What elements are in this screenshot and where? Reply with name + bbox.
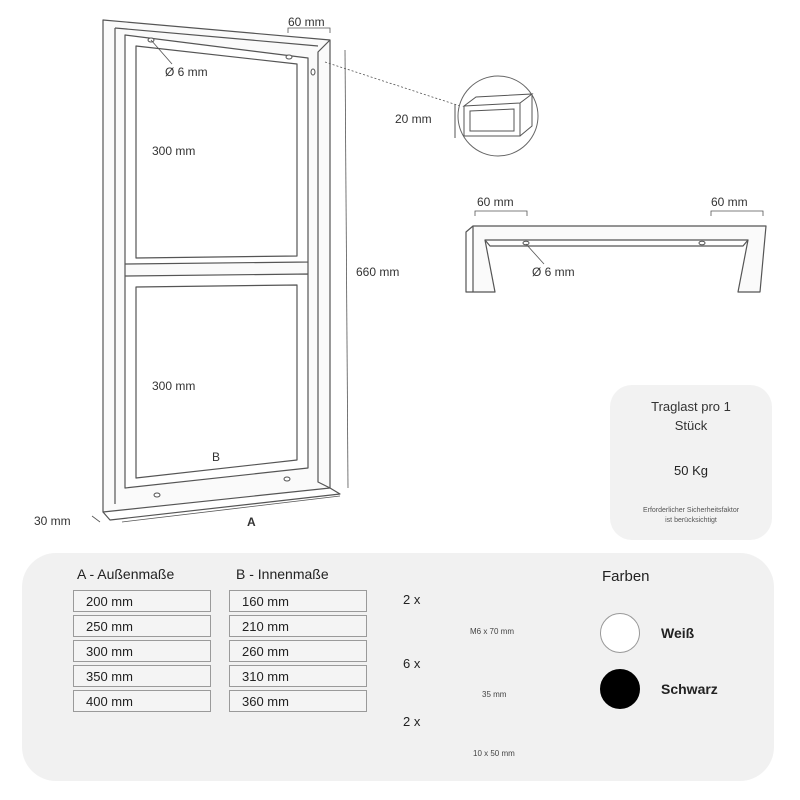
inner-dimensions-title: B - Innenmaße [236,566,329,582]
load-weight: 50 Kg [674,463,708,478]
outer-label-a: A [247,515,256,529]
load-title: Traglast pro 1 Stück [651,399,731,433]
inner-size-cell: 360 mm [229,690,367,712]
side-right-width-label: 60 mm [711,195,748,209]
inner-size-cell: 260 mm [229,640,367,662]
side-hole-label: Ø 6 mm [532,265,575,279]
outer-size-cell: 400 mm [73,690,211,712]
frame-width-label: 60 mm [288,15,325,29]
hole-3 [310,68,316,76]
screw-size: 35 mm [482,690,507,699]
thickness-label: 30 mm [34,514,71,528]
hole-5 [283,476,291,482]
hole-4 [153,492,161,498]
color-label-white: Weiß [661,625,695,641]
outer-dimensions-title: A - Außenmaße [77,566,175,582]
color-swatch-white[interactable] [600,613,640,653]
inner-size-cell: 310 mm [229,665,367,687]
inner-size-cell: 210 mm [229,615,367,637]
lower-depth-label: 300 mm [152,379,196,393]
frame-drawing [91,19,767,523]
side-left-width-label: 60 mm [477,195,514,209]
bolt-size: M6 x 70 mm [470,627,515,636]
upper-depth-label: 300 mm [152,144,196,158]
screw-quantity: 6 x [403,656,421,671]
hole-diameter-label: Ø 6 mm [165,65,208,79]
anchor-size: 10 x 50 mm [473,749,515,758]
inner-label-b: B [212,450,221,464]
outer-size-cell: 200 mm [73,590,211,612]
load-capacity-card: Traglast pro 1 Stück 50 Kg Erforderliche… [610,385,772,540]
hole-2 [285,54,293,60]
profile-height-label: 20 mm [395,112,432,126]
bolt-quantity: 2 x [403,592,421,607]
outer-size-cell: 350 mm [73,665,211,687]
color-swatch-black[interactable] [600,669,640,709]
outer-size-cell: 250 mm [73,615,211,637]
load-note: Erforderlicher Sicherheitsfaktor ist ber… [642,507,740,524]
anchor-quantity: 2 x [403,714,421,729]
color-label-black: Schwarz [661,681,718,697]
colors-title: Farben [602,568,650,585]
outer-size-cell: 300 mm [73,640,211,662]
frame-height-label: 660 mm [356,265,400,279]
inner-size-cell: 160 mm [229,590,367,612]
